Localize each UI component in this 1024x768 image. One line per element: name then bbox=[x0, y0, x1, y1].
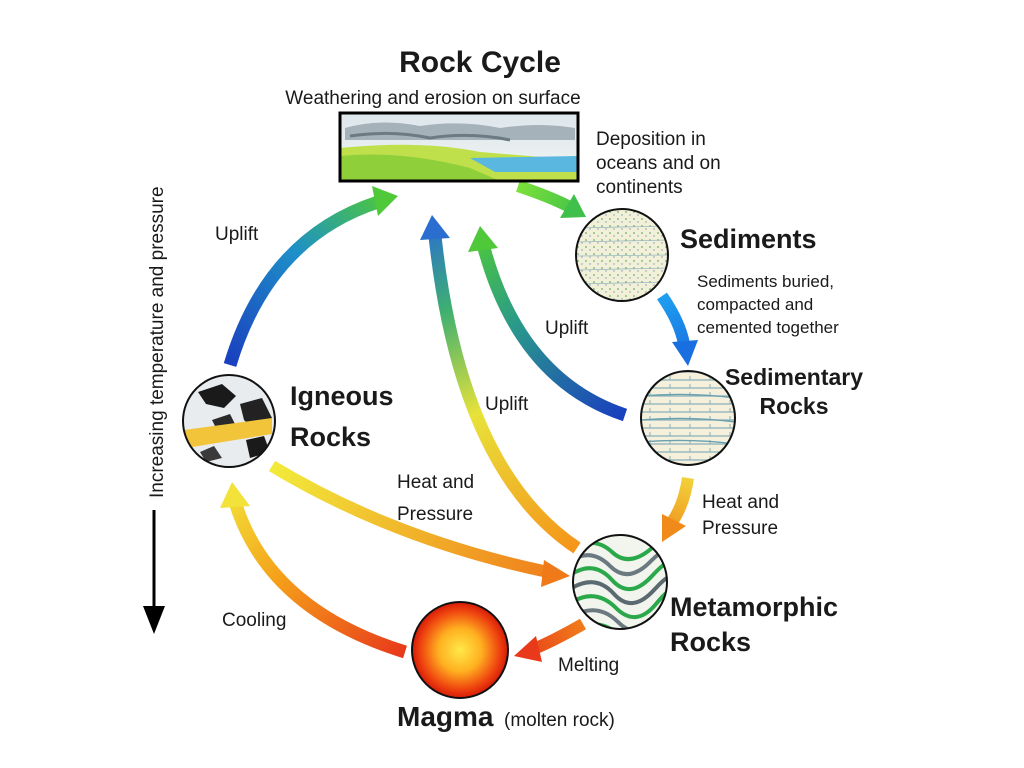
sedimentary-label-1: Sedimentary bbox=[725, 364, 863, 390]
heat-pressure-right-arrow bbox=[662, 477, 694, 542]
metamorphic-rocks-image bbox=[572, 534, 668, 630]
buried-label-3: cemented together bbox=[697, 318, 839, 337]
surface-landscape-image bbox=[338, 111, 580, 183]
heat-pressure-right-label-1: Heat and bbox=[702, 492, 779, 513]
uplift-sedimentary-label: Uplift bbox=[545, 318, 589, 339]
buried-arrow bbox=[657, 292, 698, 366]
cooling-label: Cooling bbox=[222, 610, 286, 631]
magma-label: Magma bbox=[397, 701, 494, 732]
buried-label-1: Sediments buried, bbox=[697, 272, 834, 291]
uplift-metamorphic-label: Uplift bbox=[485, 394, 529, 415]
deposition-label-2: oceans and on bbox=[596, 153, 721, 174]
uplift-sedimentary-arrow bbox=[468, 226, 628, 422]
sedimentary-rocks-image bbox=[640, 370, 736, 466]
uplift-igneous-arrow bbox=[223, 186, 398, 367]
surface-caption: Weathering and erosion on surface bbox=[285, 88, 580, 109]
heat-pressure-left-arrow bbox=[268, 460, 570, 587]
temperature-pressure-arrow bbox=[143, 510, 165, 634]
temperature-pressure-label: Increasing temperature and pressure bbox=[147, 186, 168, 498]
igneous-rocks-image bbox=[182, 374, 276, 468]
metamorphic-label-2: Rocks bbox=[670, 627, 751, 657]
deposition-label-3: continents bbox=[596, 177, 683, 198]
heat-pressure-right-label-2: Pressure bbox=[702, 518, 778, 539]
diagram-title: Rock Cycle bbox=[399, 46, 561, 79]
cooling-arrow bbox=[220, 482, 407, 659]
sediments-image bbox=[575, 208, 669, 302]
uplift-metamorphic-arrow bbox=[420, 215, 581, 554]
sedimentary-label-2: Rocks bbox=[759, 393, 828, 419]
heat-pressure-left-label-2: Pressure bbox=[397, 504, 473, 525]
heat-pressure-left-label-1: Heat and bbox=[397, 472, 474, 493]
sediments-label: Sediments bbox=[680, 224, 817, 254]
deposition-arrow bbox=[516, 180, 586, 218]
melting-label: Melting bbox=[558, 655, 619, 676]
buried-label-2: compacted and bbox=[697, 295, 813, 314]
magma-note: (molten rock) bbox=[504, 710, 615, 731]
igneous-label-2: Rocks bbox=[290, 422, 371, 452]
igneous-label-1: Igneous bbox=[290, 381, 394, 411]
magma-image bbox=[411, 601, 509, 699]
metamorphic-label-1: Metamorphic bbox=[670, 592, 838, 622]
deposition-label-1: Deposition in bbox=[596, 129, 706, 150]
uplift-igneous-label: Uplift bbox=[215, 224, 259, 245]
melting-arrow bbox=[514, 618, 586, 662]
